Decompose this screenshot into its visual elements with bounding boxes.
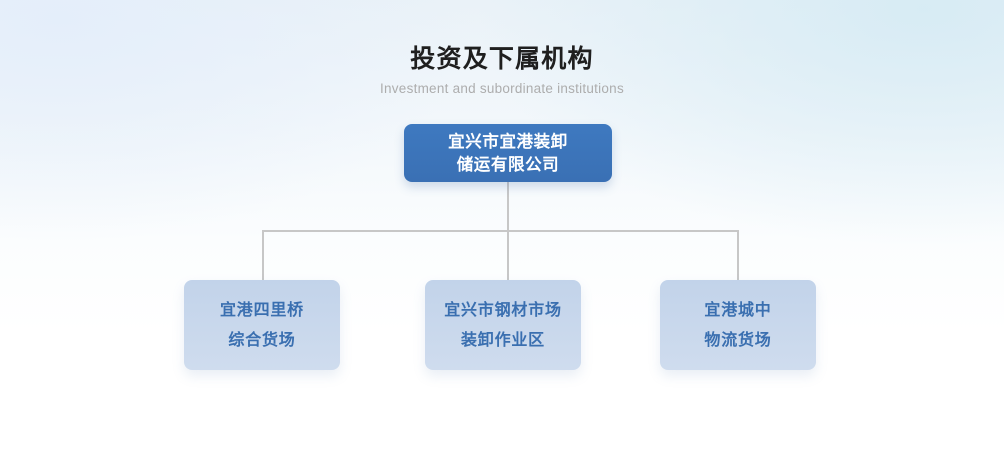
org-node-root-line-1: 宜兴市宜港装卸 bbox=[448, 132, 568, 151]
page-title: 投资及下属机构 bbox=[410, 44, 594, 73]
org-node-child-2-line-1: 宜兴市钢材市场 bbox=[444, 300, 562, 319]
org-node-child-3-line-1: 宜港城中 bbox=[704, 300, 772, 319]
org-node-child-1-line-1: 宜港四里桥 bbox=[219, 300, 304, 319]
connector-drop-child-1 bbox=[262, 230, 264, 280]
org-node-child-3[interactable]: 宜港城中 物流货场 bbox=[660, 280, 816, 370]
connector-horizontal-bus bbox=[262, 230, 739, 232]
org-node-child-2-line-2: 装卸作业区 bbox=[460, 330, 545, 349]
page-header: 投资及下属机构 Investment and subordinate insti… bbox=[0, 44, 1004, 97]
org-node-child-2[interactable]: 宜兴市钢材市场 装卸作业区 bbox=[425, 280, 581, 370]
connector-drop-child-3 bbox=[737, 230, 739, 280]
org-node-root-line-2: 储运有限公司 bbox=[456, 155, 560, 174]
page-subtitle: Investment and subordinate institutions bbox=[380, 81, 624, 96]
org-node-root[interactable]: 宜兴市宜港装卸 储运有限公司 bbox=[404, 124, 612, 182]
org-node-child-1[interactable]: 宜港四里桥 综合货场 bbox=[184, 280, 340, 370]
connector-drop-child-2 bbox=[507, 230, 509, 280]
connector-root-stem bbox=[507, 182, 509, 231]
org-node-child-1-line-2: 综合货场 bbox=[228, 330, 296, 349]
org-node-child-3-line-2: 物流货场 bbox=[704, 330, 772, 349]
